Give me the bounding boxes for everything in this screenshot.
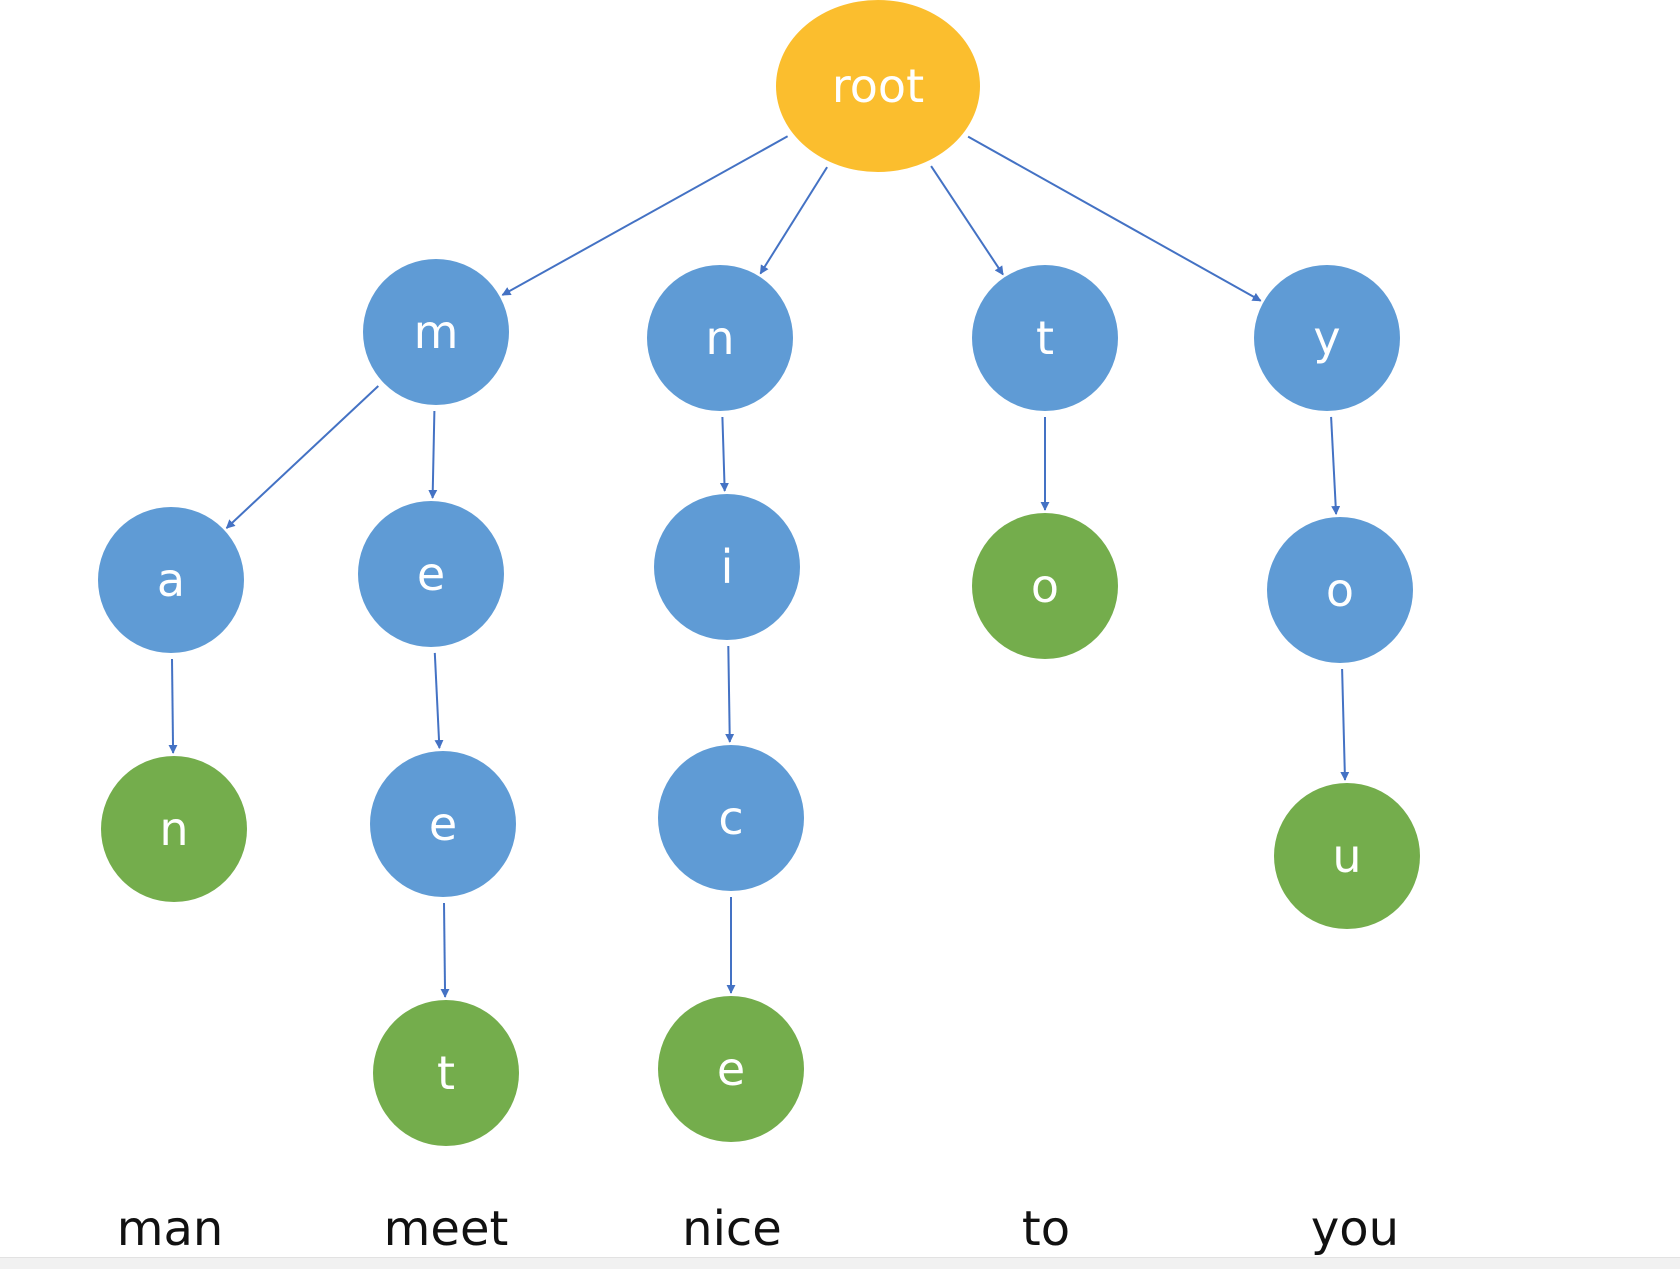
- edge-ma-to-man: [168, 658, 178, 754]
- root-node-shape: [776, 0, 980, 172]
- edge-ni-to-nic: [725, 645, 735, 743]
- node-label-nic: c: [718, 791, 743, 845]
- inner-node-circle-ni: [654, 494, 800, 640]
- node-label-me: e: [417, 547, 445, 601]
- edges: [168, 135, 1350, 998]
- inner-node-circle-y: [1254, 265, 1400, 411]
- trie-node-you: u: [1274, 783, 1420, 929]
- trie-node-y: y: [1254, 265, 1400, 411]
- edge-root-to-y: [967, 135, 1262, 302]
- trie-node-to: o: [972, 513, 1118, 659]
- node-label-ni: i: [721, 540, 734, 594]
- inner-node-circle-mee: [370, 751, 516, 897]
- node-label-n: n: [705, 311, 734, 365]
- edge-n-to-ni: [719, 416, 729, 492]
- terminal-node-circle-nice: [658, 996, 804, 1142]
- node-label-t: t: [1036, 311, 1054, 365]
- edge-root-to-t: [930, 165, 1004, 276]
- edge-m-to-ma: [225, 385, 379, 529]
- words: man meet nice to you: [117, 1201, 1399, 1257]
- edge-root-to-n: [759, 166, 828, 275]
- trie-node-meet: t: [373, 1000, 519, 1146]
- root-node: root: [776, 0, 980, 172]
- trie-node-n: n: [647, 265, 793, 411]
- edge-root-to-m: [501, 135, 789, 296]
- inner-node-circle-n: [647, 265, 793, 411]
- node-label-meet: t: [437, 1046, 455, 1100]
- terminal-node-circle-you: [1274, 783, 1420, 929]
- trie-node-me: e: [358, 501, 504, 647]
- edge-yo-to-you: [1340, 668, 1350, 781]
- word-label-meet: meet: [384, 1201, 509, 1257]
- node-label-man: n: [159, 802, 188, 856]
- terminal-node-circle-meet: [373, 1000, 519, 1146]
- trie-node-ni: i: [654, 494, 800, 640]
- inner-node-circle-ma: [98, 507, 244, 653]
- node-label-yo: o: [1326, 563, 1354, 617]
- node-label-y: y: [1313, 311, 1340, 365]
- inner-node-circle-me: [358, 501, 504, 647]
- nodes: root m n t y a e i o o n e c u t e: [98, 0, 1420, 1146]
- terminal-node-circle-man: [101, 756, 247, 902]
- root-node-label: root: [832, 59, 924, 113]
- terminal-node-circle-to: [972, 513, 1118, 659]
- word-label-man: man: [117, 1201, 224, 1257]
- node-label-mee: e: [429, 797, 457, 851]
- inner-node-circle-nic: [658, 745, 804, 891]
- trie-node-t: t: [972, 265, 1118, 411]
- node-label-you: u: [1332, 829, 1361, 883]
- trie-node-ma: a: [98, 507, 244, 653]
- edge-me-to-mee: [433, 652, 444, 749]
- trie-node-nic: c: [658, 745, 804, 891]
- inner-node-circle-t: [972, 265, 1118, 411]
- node-label-ma: a: [157, 553, 185, 607]
- node-label-to: o: [1031, 559, 1059, 613]
- word-label-nice: nice: [682, 1201, 782, 1257]
- inner-node-circle-yo: [1267, 517, 1413, 663]
- trie-node-mee: e: [370, 751, 516, 897]
- edge-mee-to-meet: [440, 902, 450, 998]
- edge-m-to-me: [428, 410, 438, 499]
- node-label-nice: e: [717, 1042, 745, 1096]
- bottom-strip: [0, 1257, 1680, 1269]
- node-label-m: m: [414, 305, 459, 359]
- trie-node-yo: o: [1267, 517, 1413, 663]
- trie-node-man: n: [101, 756, 247, 902]
- trie-node-nice: e: [658, 996, 804, 1142]
- trie-node-m: m: [363, 259, 509, 405]
- edge-y-to-yo: [1330, 416, 1341, 515]
- word-label-you: you: [1311, 1201, 1399, 1257]
- word-label-to: to: [1022, 1201, 1070, 1257]
- inner-node-circle-m: [363, 259, 509, 405]
